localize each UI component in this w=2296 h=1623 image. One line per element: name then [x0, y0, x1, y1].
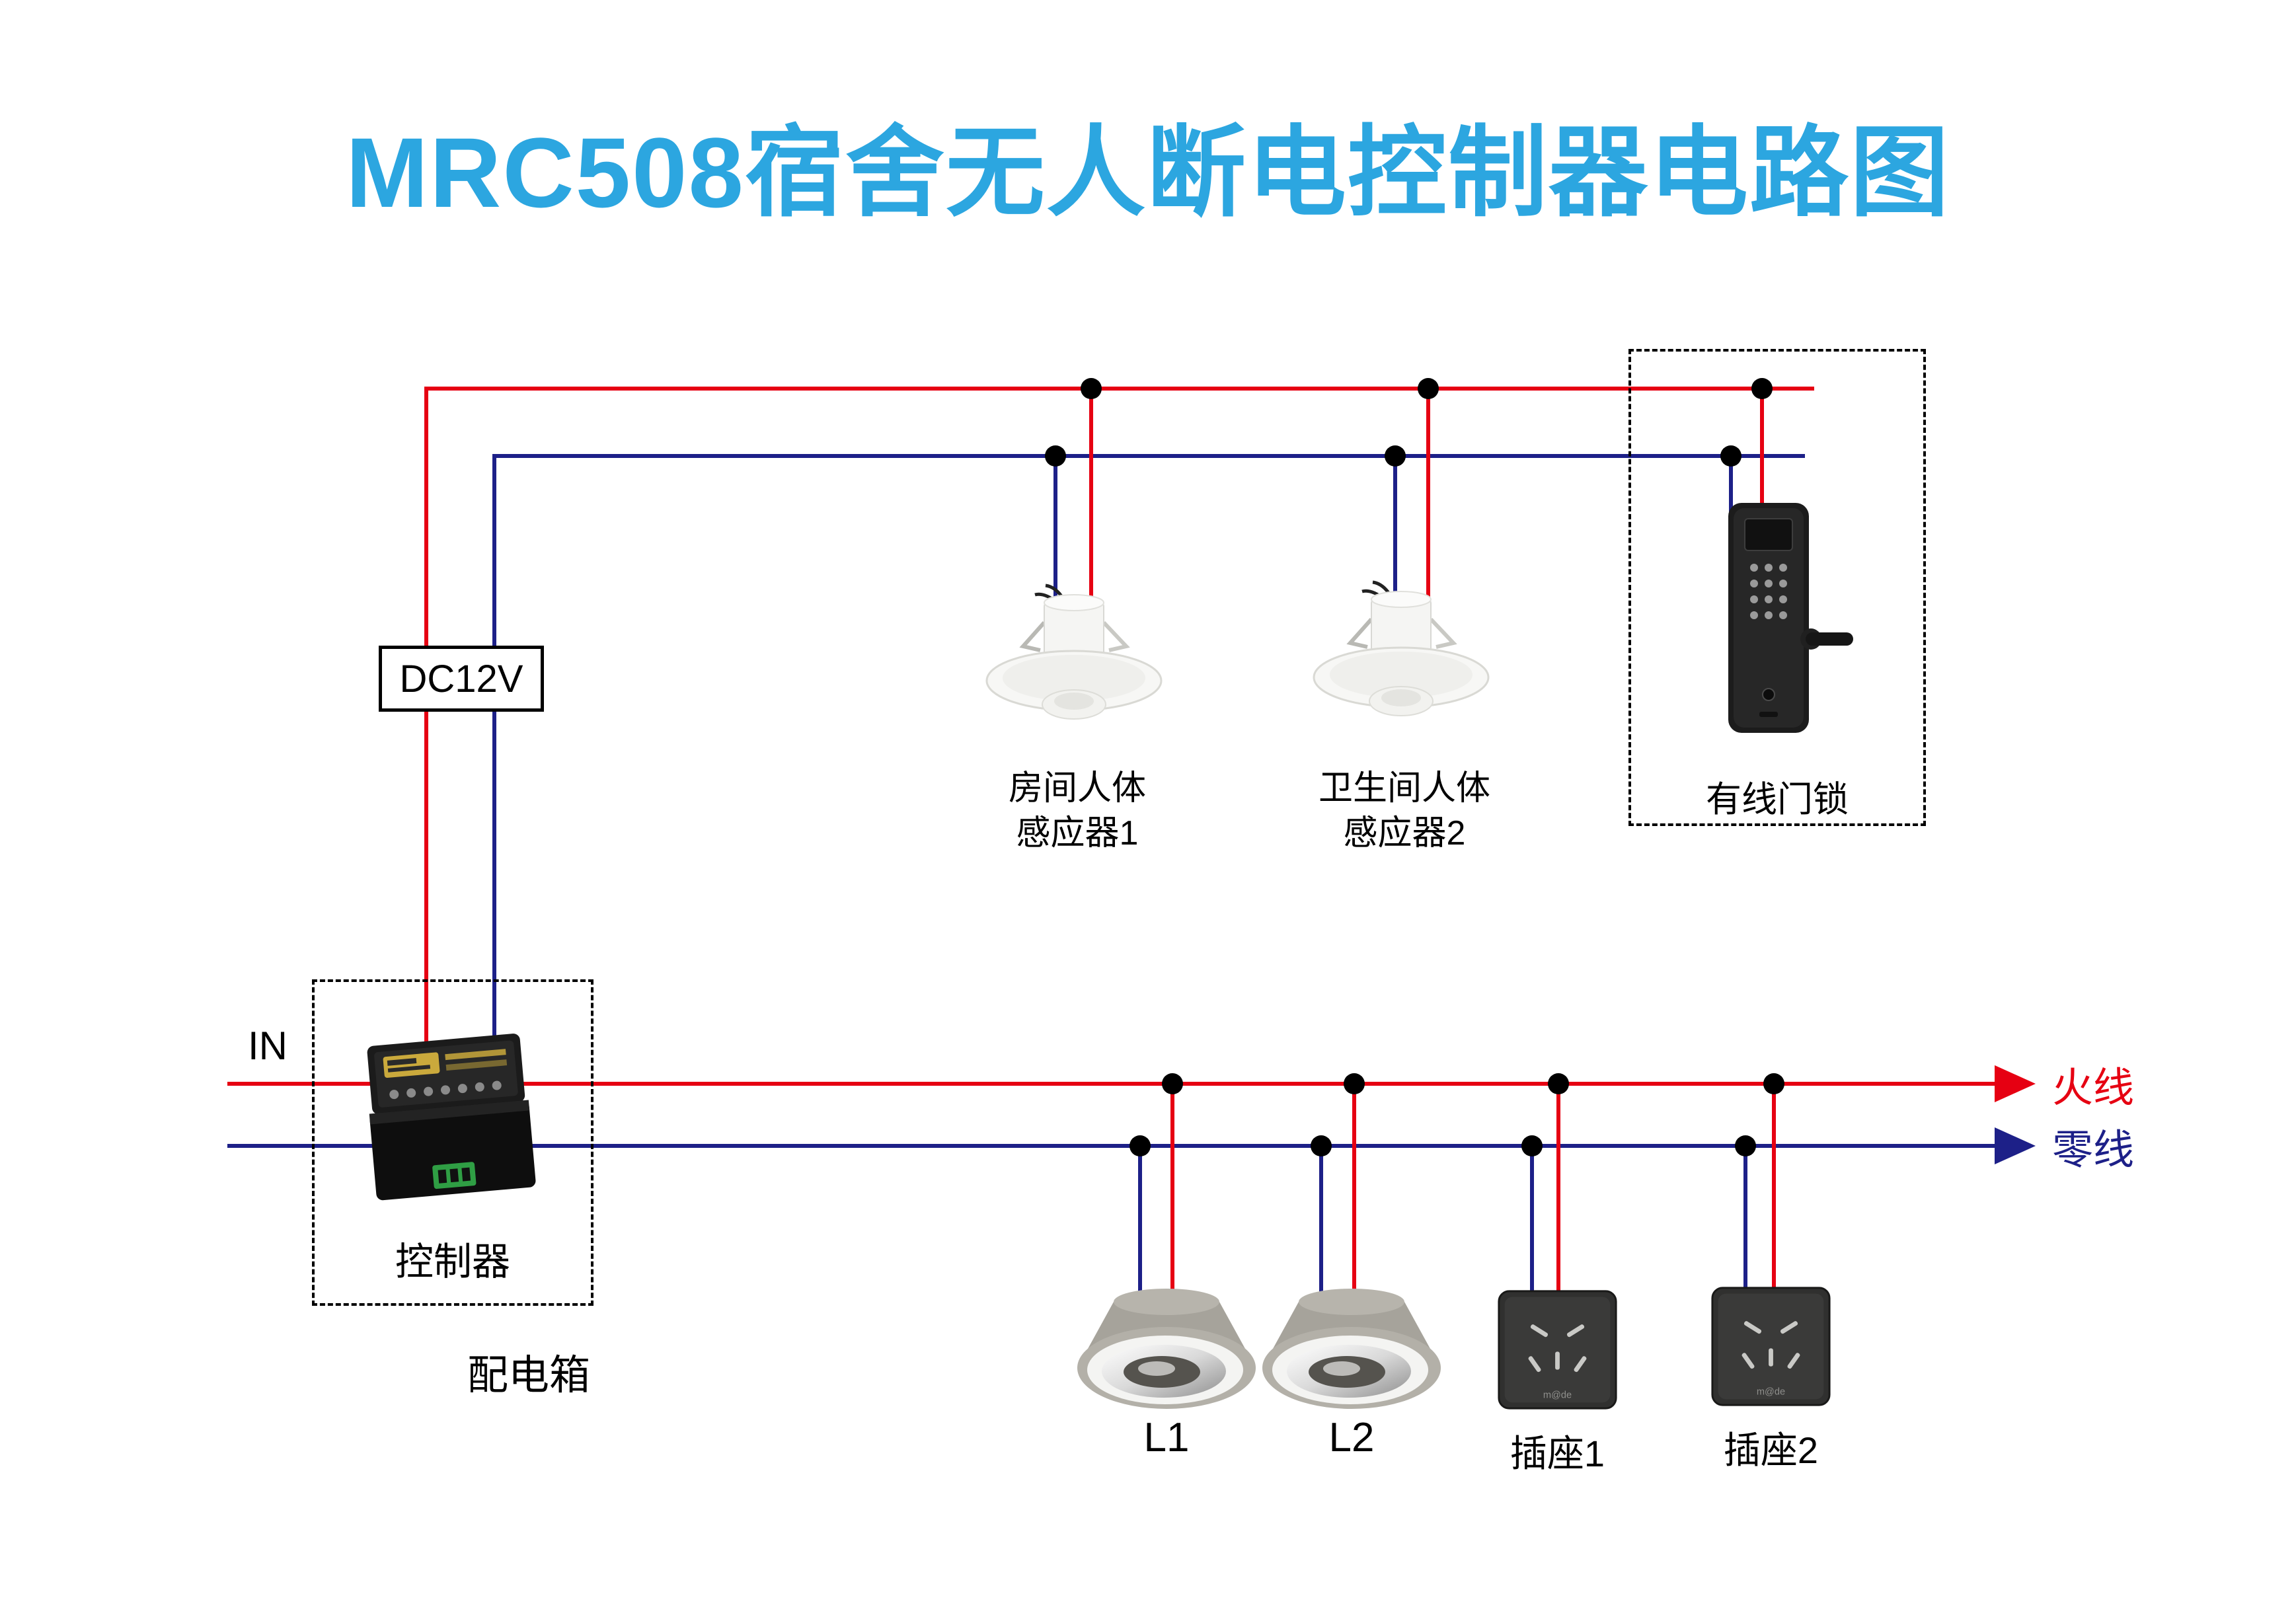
neutral-wire-arrow — [1995, 1127, 2036, 1164]
wire-live-main — [227, 1082, 1996, 1086]
door-lock-label: 有线门锁 — [1706, 780, 1849, 819]
wire-live-sensor2-drop — [1426, 387, 1430, 621]
junction-dot — [1763, 1073, 1784, 1094]
wire-neutral-lock-drop — [1729, 454, 1733, 545]
junction-dot — [1720, 445, 1741, 467]
bathroom-sensor-image — [1313, 580, 1490, 716]
sensor1-label-line1: 房间人体 — [1008, 769, 1146, 808]
controller-dashed-box — [312, 979, 593, 1306]
wire-live-l1-drop — [1170, 1082, 1174, 1315]
downlight-l2-image — [1262, 1289, 1441, 1409]
input-label: IN — [248, 1024, 287, 1068]
sensor1-label: 房间人体 感应器1 — [978, 767, 1176, 856]
sensor1-label-line2: 感应器1 — [1016, 813, 1139, 852]
junction-dot — [1418, 378, 1439, 399]
door-lock-dashed-box — [1628, 349, 1926, 826]
dc12v-box: DC12V — [379, 646, 544, 712]
room-sensor-image — [985, 584, 1163, 720]
door-lock-image — [1728, 503, 1853, 733]
wire-neutral-left-drop — [492, 454, 496, 1086]
wire-neutral-sensor2-drop — [1393, 454, 1397, 621]
sensor2-label: 卫生间人体 感应器2 — [1292, 767, 1517, 856]
neutral-wire-label: 零线 — [2052, 1127, 2135, 1173]
junction-dot — [1385, 445, 1406, 467]
live-wire-label: 火线 — [2052, 1065, 2135, 1111]
junction-dot — [1735, 1135, 1756, 1156]
controller-image — [367, 1034, 536, 1201]
socket1-image: m@de — [1498, 1290, 1617, 1410]
wire-neutral-sensor1-drop — [1053, 454, 1057, 624]
junction-dot — [1162, 1073, 1183, 1094]
wire-live-socket2-drop — [1772, 1082, 1776, 1308]
live-wire-arrow — [1995, 1065, 2036, 1102]
junction-dot — [1344, 1073, 1365, 1094]
socket1-brand: m@de — [1543, 1390, 1572, 1401]
wire-neutral-top — [494, 454, 1805, 458]
junction-dot — [1311, 1135, 1332, 1156]
junction-dot — [1129, 1135, 1151, 1156]
wire-neutral-l2-drop — [1319, 1144, 1323, 1315]
wire-live-left-drop — [424, 387, 428, 1086]
distribution-box-label: 配电箱 — [467, 1353, 590, 1398]
page-title: MRC508宿舍无人断电控制器电路图 — [346, 117, 1950, 228]
junction-dot — [1081, 378, 1102, 399]
l2-label: L2 — [1328, 1415, 1375, 1460]
junction-dot — [1751, 378, 1773, 399]
controller-label: 控制器 — [395, 1240, 510, 1283]
junction-dot — [1548, 1073, 1569, 1094]
sensor2-label-line1: 卫生间人体 — [1318, 769, 1490, 808]
socket2-image: m@de — [1711, 1287, 1831, 1406]
wire-live-socket1-drop — [1556, 1082, 1560, 1308]
l1-label: L1 — [1143, 1415, 1190, 1460]
socket2-label: 插座2 — [1723, 1429, 1819, 1471]
wire-neutral-socket2-drop — [1743, 1144, 1747, 1308]
wire-live-lock-drop — [1760, 387, 1764, 545]
wire-live-l2-drop — [1352, 1082, 1356, 1315]
wire-live-top — [426, 387, 1814, 391]
wire-live-sensor1-drop — [1089, 387, 1093, 624]
wire-neutral-l1-drop — [1138, 1144, 1142, 1315]
wire-neutral-main — [227, 1144, 1996, 1148]
socket1-label: 插座1 — [1510, 1433, 1605, 1474]
junction-dot — [1521, 1135, 1543, 1156]
socket2-brand: m@de — [1757, 1387, 1785, 1398]
sensor2-label-line2: 感应器2 — [1343, 813, 1466, 852]
wire-neutral-socket1-drop — [1530, 1144, 1534, 1308]
junction-dot — [1045, 445, 1066, 467]
downlight-l1-image — [1077, 1289, 1256, 1409]
